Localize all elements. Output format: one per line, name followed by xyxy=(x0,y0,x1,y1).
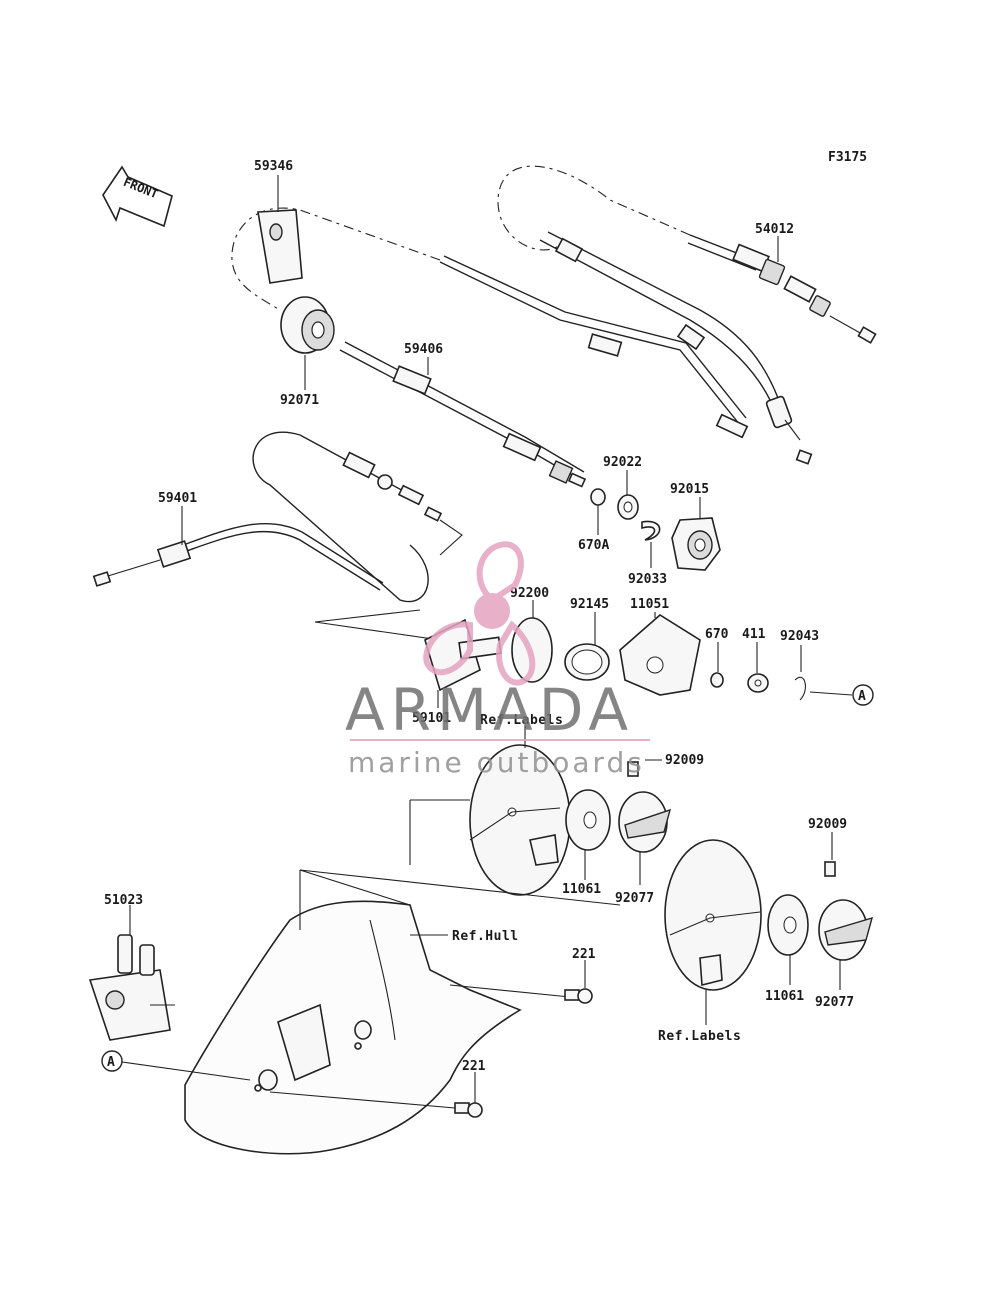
part-221-a: 221 xyxy=(572,947,596,962)
part-59401: 59401 xyxy=(158,491,197,506)
connector-a-left: A xyxy=(101,1050,251,1081)
part-92009-a: 92009 xyxy=(665,753,704,768)
part-54012: 54012 xyxy=(755,222,794,237)
connector-a-right: A xyxy=(809,684,874,706)
part-92200: 92200 xyxy=(510,586,549,601)
part-11061-a: 11061 xyxy=(562,882,601,897)
part-59346: 59346 xyxy=(254,159,293,174)
part-59406: 59406 xyxy=(404,342,443,357)
part-11061-b: 11061 xyxy=(765,989,804,1004)
connector-a-right-label: A xyxy=(858,689,866,704)
part-92077-b: 92077 xyxy=(815,995,854,1010)
part-92145: 92145 xyxy=(570,597,609,612)
throttle-cable xyxy=(497,165,877,465)
part-670A: 670A xyxy=(578,538,609,553)
watermark-brand: ARMADA xyxy=(345,676,634,744)
leader-lines xyxy=(129,175,841,1103)
cable-grommet xyxy=(280,296,335,354)
screws xyxy=(269,984,593,1118)
part-221-b: 221 xyxy=(462,1059,486,1074)
part-92033: 92033 xyxy=(628,572,667,587)
watermark: ARMADA marine outboards xyxy=(345,541,650,779)
part-92077-a: 92077 xyxy=(615,891,654,906)
cable-bracket xyxy=(257,209,303,284)
part-59101: 59101 xyxy=(412,711,451,726)
ref-labels-bottom: Ref.Labels xyxy=(658,1029,741,1044)
propeller-logo-icon xyxy=(423,541,536,686)
part-670: 670 xyxy=(705,627,729,642)
part-92071: 92071 xyxy=(280,393,319,408)
label-disc-right xyxy=(664,839,874,991)
connector-a-left-label: A xyxy=(107,1055,115,1070)
part-51023: 51023 xyxy=(104,893,143,908)
steering-cable xyxy=(231,207,749,488)
watermark-tagline: marine outboards xyxy=(348,746,645,779)
label-disc-left xyxy=(409,744,672,896)
ref-hull: Ref.Hull xyxy=(452,929,519,944)
ref-labels-top: Ref.Labels xyxy=(480,713,563,728)
choke-cable xyxy=(92,431,463,641)
diagram-code: F3175 xyxy=(828,150,867,165)
part-92043: 92043 xyxy=(780,629,819,644)
hull-outline xyxy=(184,869,621,1155)
fuel-valve xyxy=(88,934,175,1041)
part-411: 411 xyxy=(742,627,766,642)
hardware-row xyxy=(511,488,806,701)
part-11051: 11051 xyxy=(630,597,669,612)
front-arrow-icon: FRONT xyxy=(102,165,173,228)
part-92022: 92022 xyxy=(603,455,642,470)
part-92015: 92015 xyxy=(670,482,709,497)
part-92009-b: 92009 xyxy=(808,817,847,832)
